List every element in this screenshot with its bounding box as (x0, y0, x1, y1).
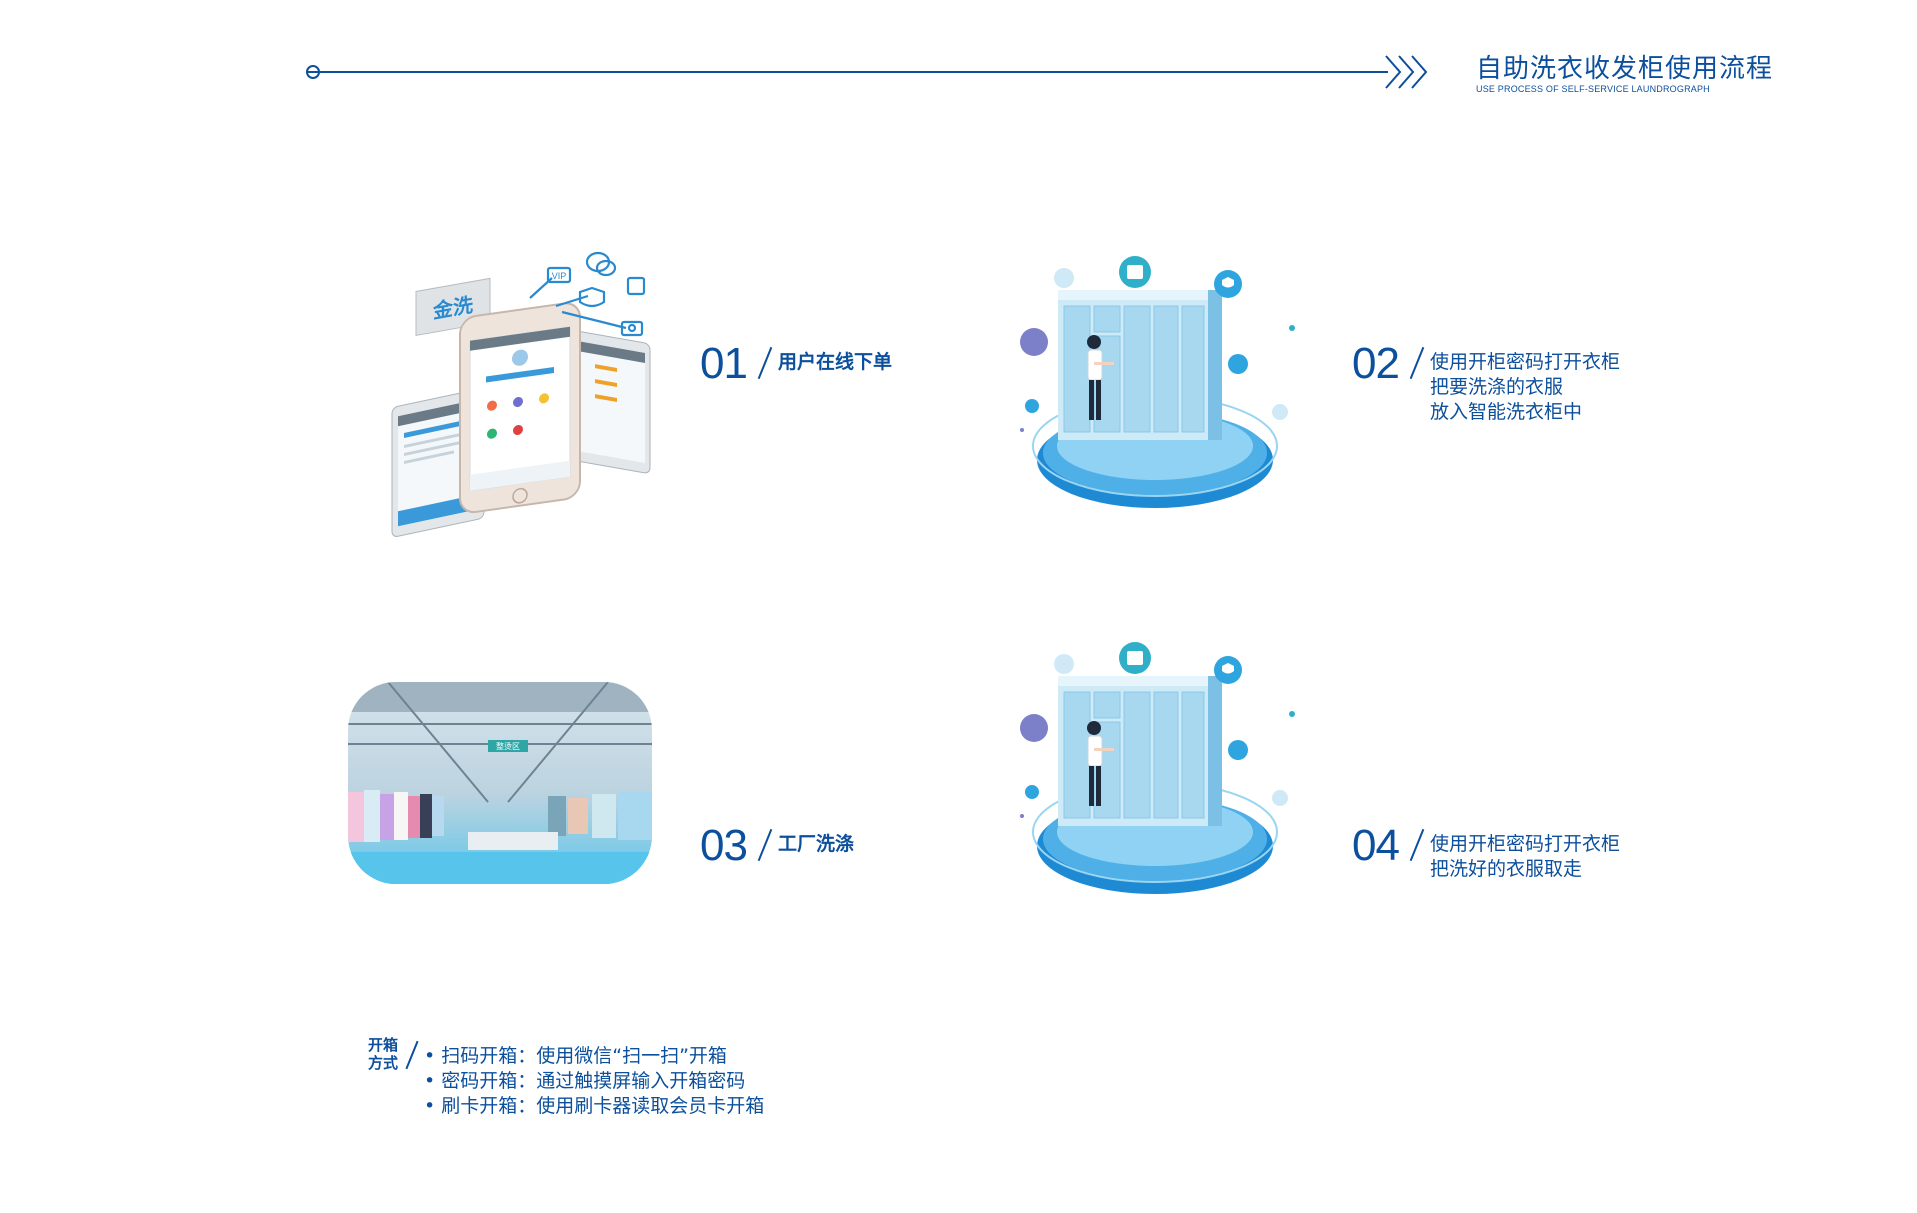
svg-text:VIP: VIP (552, 271, 567, 281)
page-subtitle: USE PROCESS OF SELF-SERVICE LAUNDROGRAPH (1476, 84, 1710, 94)
open-methods-list: 扫码开箱：使用微信“扫一扫”开箱 密码开箱：通过触摸屏输入开箱密码 刷卡开箱：使… (424, 1044, 764, 1119)
list-item: 扫码开箱：使用微信“扫一扫”开箱 (424, 1044, 764, 1069)
triple-chevron-icon (1385, 55, 1428, 89)
step-description: 使用开柜密码打开衣柜 把要洗涤的衣服 放入智能洗衣柜中 (1430, 350, 1620, 425)
step-number: 04 (1352, 821, 1400, 870)
step-line: 放入智能洗衣柜中 (1430, 401, 1583, 423)
header-line (308, 71, 1388, 73)
step-number: 03 (700, 821, 748, 870)
open-methods-heading: 开箱 方式 (368, 1036, 399, 1072)
list-item: 刷卡开箱：使用刷卡器读取会员卡开箱 (424, 1094, 764, 1119)
factory-sign: 整烫区 (496, 741, 520, 751)
locker-kiosk-illustration (1020, 642, 1295, 894)
step-line: 使用开柜密码打开衣柜 (1430, 833, 1621, 855)
step-divider (1409, 346, 1425, 380)
step-divider (757, 828, 773, 862)
step-description: 工厂洗涤 (778, 833, 855, 855)
page-title: 自助洗衣收发柜使用流程 (1476, 54, 1774, 84)
step-line: 把洗好的衣服取走 (1430, 858, 1583, 880)
step-line: 使用开柜密码打开衣柜 (1430, 351, 1621, 373)
step-line: 把要洗涤的衣服 (1430, 376, 1564, 398)
list-item: 密码开箱：通过触摸屏输入开箱密码 (424, 1069, 764, 1094)
step-divider (757, 346, 773, 380)
phone-app-illustration: 金洗 VIP (391, 251, 651, 537)
step-number: 01 (700, 339, 748, 388)
locker-kiosk-illustration (1020, 256, 1295, 508)
step-divider (1409, 828, 1425, 862)
step-number: 02 (1352, 339, 1400, 388)
open-methods-divider (405, 1040, 419, 1070)
step-description: 使用开柜密码打开衣柜 把洗好的衣服取走 (1430, 832, 1620, 882)
factory-photo: 整烫区 (348, 682, 652, 884)
step-description: 用户在线下单 (778, 351, 893, 373)
